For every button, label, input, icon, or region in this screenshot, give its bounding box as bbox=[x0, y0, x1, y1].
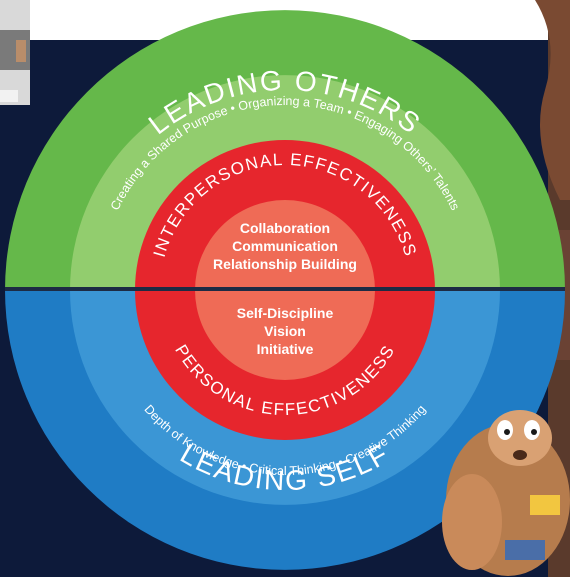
center-top-item-2: Communication bbox=[232, 238, 338, 254]
cartoon-person-figure bbox=[0, 0, 30, 105]
divider-line bbox=[5, 287, 565, 291]
center-top-item-3: Relationship Building bbox=[213, 256, 357, 272]
center-bottom-item-2: Vision bbox=[264, 323, 306, 339]
center-bottom-item-3: Initiative bbox=[257, 341, 314, 357]
center-bottom-item-1: Self-Discipline bbox=[237, 305, 334, 321]
squirrel-mascot-illustration bbox=[442, 410, 570, 576]
center-top-item-1: Collaboration bbox=[240, 220, 330, 236]
